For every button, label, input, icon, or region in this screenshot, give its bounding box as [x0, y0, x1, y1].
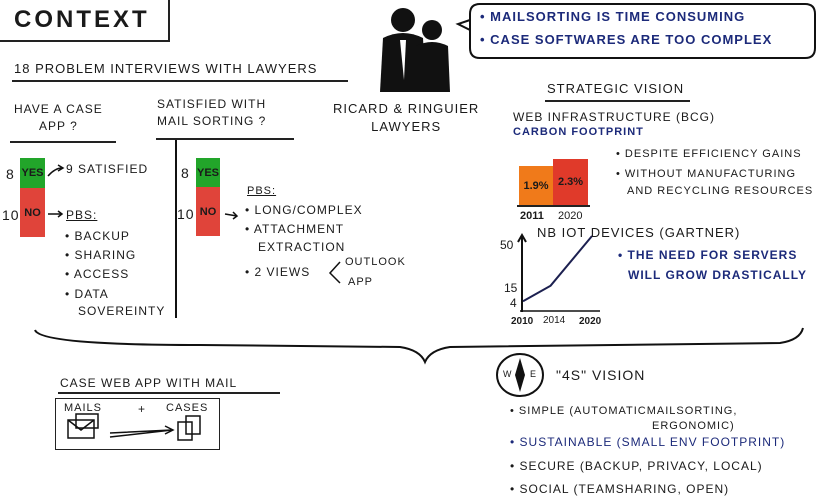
- list-item: • Sharing: [65, 248, 137, 262]
- q1-no-bar: NO: [20, 188, 45, 237]
- solution-heading: Case web app with mail: [60, 376, 238, 390]
- list-item: • Access: [65, 267, 130, 281]
- firm-line1: Ricard & Ringuier: [333, 101, 480, 116]
- list-item: • Data: [65, 287, 109, 301]
- firm-name: Ricard & Ringuier Lawyers: [333, 100, 479, 135]
- list-item: • Social (teamsharing, open): [510, 482, 730, 496]
- quote-text-2: Case softwares are too complex: [490, 32, 773, 47]
- divider: [156, 138, 294, 140]
- q1-question: Have a case app ?: [14, 101, 103, 135]
- view-outlook: Outlook: [345, 256, 406, 268]
- list-item: • 2 views: [245, 265, 311, 279]
- divider: [10, 141, 116, 143]
- xtick-2010: 2010: [511, 316, 534, 327]
- iot-title: NB IoT devices (Gartner): [537, 225, 741, 240]
- bar-label-2011: 2011: [520, 210, 544, 222]
- servers-line2: will grow drastically: [628, 268, 807, 282]
- carbon-bar-2011: 1.9%: [519, 166, 553, 205]
- page-title: CONTEXT: [14, 6, 150, 33]
- q1-yes-bar: YES: [20, 158, 45, 188]
- cases-label: Cases: [166, 402, 209, 414]
- view-app: App: [348, 276, 374, 288]
- q2-line1: Satisfied with: [157, 97, 267, 111]
- strategic-heading: Strategic vision: [547, 81, 685, 96]
- xtick-2014: 2014: [543, 315, 566, 326]
- q1-yes-note: 9 satisfied: [66, 162, 149, 176]
- mails-label: Mails: [64, 402, 103, 414]
- list-item: Sovereinty: [78, 304, 166, 318]
- interviews-heading: 18 problem interviews with lawyers: [14, 61, 318, 76]
- list-item: • Long/complex: [245, 203, 363, 217]
- ytick-15: 15: [504, 281, 518, 295]
- list-item: • Attachment: [245, 222, 345, 236]
- brace: [34, 327, 804, 365]
- q1-line2: app ?: [39, 118, 78, 133]
- carbon-bar-2020: 2.3%: [553, 159, 588, 205]
- compass-w: W: [503, 369, 513, 379]
- q1-no-count: 10: [2, 207, 20, 223]
- list-item: and recycling resources: [627, 185, 814, 197]
- list-item: • Despite efficiency gains: [616, 148, 802, 160]
- vision-heading: "4S" vision: [556, 367, 646, 383]
- q1-line1: Have a case: [14, 102, 103, 116]
- q2-line2: mail sorting ?: [157, 113, 267, 128]
- list-item: extraction: [258, 240, 346, 254]
- list-item: • Backup: [65, 229, 130, 243]
- q2-yes-count: 8: [181, 165, 190, 181]
- q2-no-count: 10: [177, 206, 195, 222]
- q2-question: Satisfied with mail sorting ?: [157, 96, 266, 130]
- web-infra-label: Web infrastructure (BCG): [513, 110, 715, 124]
- quote-item-2: • Case softwares are too complex: [480, 32, 773, 47]
- carbon-footprint-label: Carbon footprint: [513, 126, 644, 138]
- list-item: • Simple (automaticmailsorting,: [510, 405, 738, 417]
- list-item: • Secure (backup, privacy, local): [510, 459, 763, 473]
- q2-no-bar: NO: [196, 187, 220, 236]
- compass-e: E: [530, 369, 538, 379]
- q2-pbs-label: PBS:: [247, 185, 277, 197]
- bar-baseline: [517, 205, 590, 207]
- q1-pbs-label: PBS:: [66, 208, 98, 222]
- firm-line2: Lawyers: [371, 118, 442, 134]
- solution-box: [55, 398, 220, 450]
- list-item: • Without manufacturing: [616, 168, 797, 180]
- quote-text-1: Mailsorting is time consuming: [490, 9, 746, 24]
- q2-yes-bar: YES: [196, 158, 220, 187]
- plus-label: +: [138, 402, 147, 416]
- divider: [58, 392, 280, 394]
- q1-yes-count: 8: [6, 166, 15, 182]
- list-item: ergonomic): [652, 420, 735, 432]
- divider: [12, 80, 348, 82]
- divider: [545, 100, 690, 102]
- ytick-4: 4: [510, 296, 517, 310]
- ytick-50: 50: [500, 238, 514, 252]
- iot-series-line: [522, 235, 593, 303]
- context-title-box: [0, 0, 170, 42]
- servers-line1: • The need for servers: [618, 248, 798, 262]
- quote-item-1: • Mailsorting is time consuming: [480, 9, 746, 24]
- xtick-2020: 2020: [579, 316, 602, 327]
- bar-label-2020: 2020: [558, 210, 583, 222]
- list-item: • Sustainable (small env footprint): [510, 435, 786, 449]
